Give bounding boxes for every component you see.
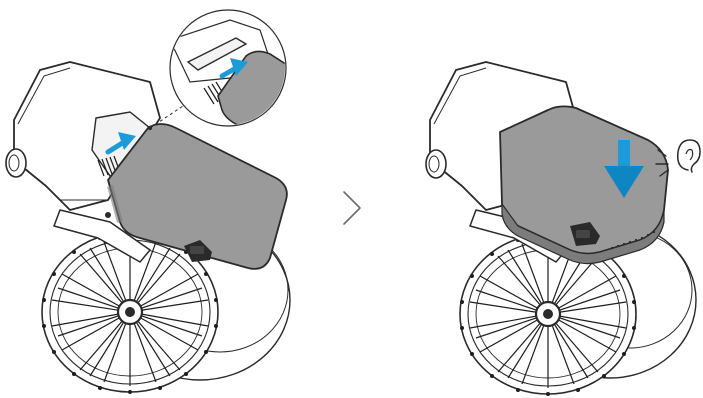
chevron-right-icon — [344, 192, 360, 224]
step-2-press-down — [426, 62, 700, 396]
zoom-detail-circle — [170, 10, 292, 126]
step-1-insert-battery — [6, 10, 292, 394]
